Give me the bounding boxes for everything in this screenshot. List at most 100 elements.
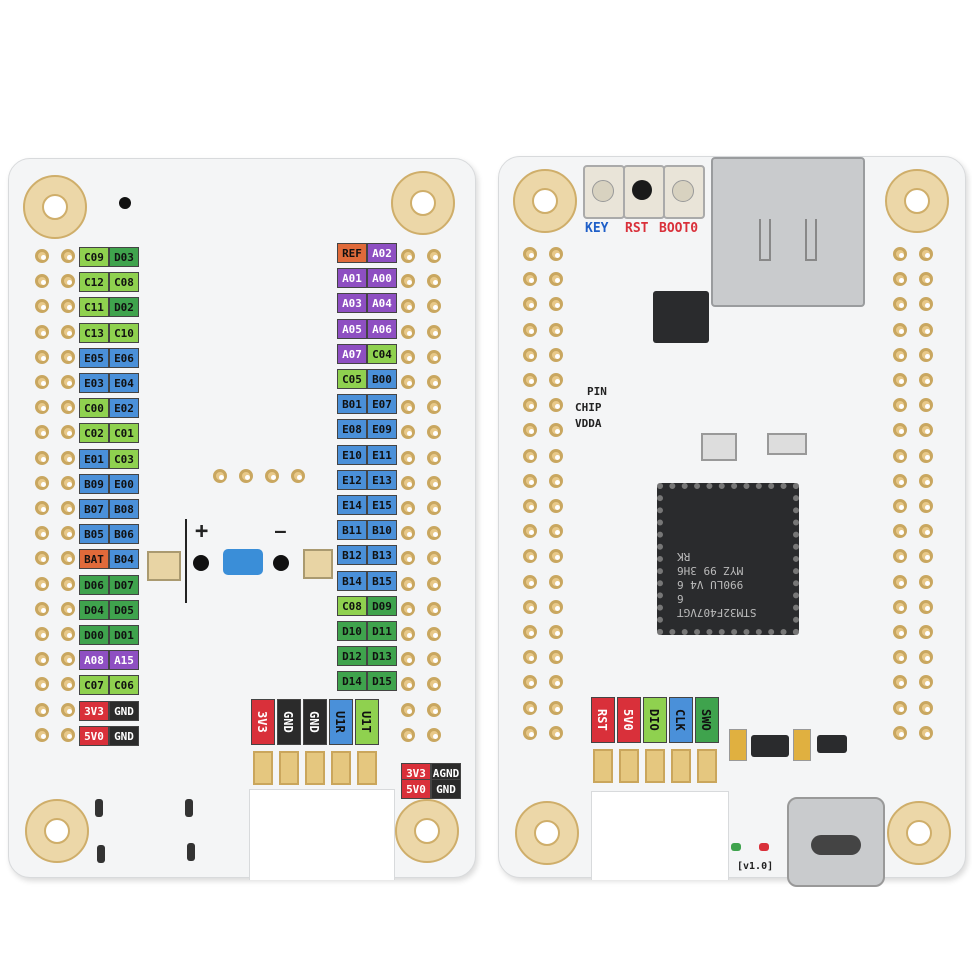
capacitor	[793, 729, 811, 761]
pin-hole	[919, 700, 933, 715]
key-label: KEY	[585, 221, 609, 236]
mount-hole-top-right	[391, 171, 455, 235]
pin-label: A03	[337, 293, 367, 314]
pin-hole	[549, 398, 563, 413]
header-pad	[645, 749, 665, 783]
pin-hole	[35, 375, 49, 389]
boot0-label: BOOT0	[659, 221, 699, 236]
stm32-mcu: STM32F407VGT 6 990LU V4 6 MYZ 99 3H6 RK	[657, 483, 799, 635]
pin-hole	[401, 425, 415, 440]
pin-label: E00	[109, 473, 139, 494]
pin-label: B00	[367, 369, 397, 389]
header-pad	[253, 751, 273, 785]
mcu-marking-3: 990LU V4 6	[677, 578, 744, 591]
pin-label: E04	[109, 373, 139, 393]
pin-hole	[919, 549, 933, 564]
pin-hole	[401, 450, 415, 465]
pin-label: C10	[109, 322, 139, 343]
pin-label: D03	[109, 247, 139, 267]
flash-chip	[653, 291, 709, 343]
pin-hole	[549, 297, 563, 312]
pin-label: A08	[79, 650, 109, 671]
pin-label: D01	[109, 625, 139, 645]
header-label: CLK	[669, 697, 693, 743]
pin-label: E03	[79, 373, 109, 393]
mcu-marking-1: RK	[677, 550, 691, 563]
pin-label: D04	[79, 599, 109, 620]
pin-hole	[893, 524, 907, 539]
pin-hole	[523, 322, 537, 337]
pin-hole	[401, 299, 415, 314]
pin-label: C05	[337, 369, 367, 389]
pin-label: C03	[109, 448, 139, 469]
pin-label: A04	[367, 293, 397, 314]
pin-label: B05	[79, 524, 109, 545]
pin-hole	[427, 677, 441, 692]
rst-button[interactable]	[623, 165, 665, 219]
pin-hole	[893, 625, 907, 639]
pin-label: D14	[337, 671, 367, 692]
pin-hole	[919, 347, 933, 362]
pin-hole	[893, 700, 907, 715]
pin-label: REF	[337, 243, 367, 263]
battery-marker	[185, 519, 187, 603]
pin-hole	[401, 526, 415, 541]
pin-hole	[35, 425, 49, 440]
pin-label: C02	[79, 423, 109, 444]
smd-component	[185, 799, 193, 817]
pin-label: D13	[367, 646, 397, 667]
pin-hole	[523, 272, 537, 287]
pin-hole	[919, 473, 933, 488]
mount-hole-top-right	[885, 169, 949, 233]
header-pad	[279, 751, 299, 785]
boot0-button[interactable]	[663, 165, 705, 219]
header-label: 3V3	[251, 699, 275, 745]
pin-hole	[893, 549, 907, 564]
pin-hole	[893, 574, 907, 589]
pin-label: C08	[109, 272, 139, 293]
pin-hole	[35, 324, 49, 339]
pin-hole	[523, 625, 537, 639]
pin-label: B09	[79, 473, 109, 494]
pin-hole	[919, 297, 933, 312]
pin-label: E10	[337, 444, 367, 465]
via-dot	[119, 197, 131, 209]
pin-label: D07	[109, 574, 139, 595]
pin-hole	[61, 576, 75, 591]
key-button[interactable]	[583, 165, 625, 219]
pin-hole	[919, 725, 933, 740]
pin-label: A06	[367, 318, 397, 339]
pin-hole	[35, 274, 49, 289]
smd-component	[187, 843, 195, 861]
pin-label: A05	[337, 318, 367, 339]
pin-hole	[427, 299, 441, 314]
pin-hole	[893, 347, 907, 362]
pin-hole	[401, 249, 415, 263]
mount-hole-bottom-right	[395, 799, 459, 863]
pin-hole	[893, 599, 907, 614]
pin-hole	[893, 297, 907, 312]
pin-label: D00	[79, 625, 109, 645]
smd-component	[95, 799, 103, 817]
pin-label: B08	[109, 499, 139, 519]
pin-hole	[523, 524, 537, 539]
pin-hole	[919, 272, 933, 287]
pin-label: BAT	[79, 549, 109, 570]
pin-hole	[61, 299, 75, 314]
pin-label: E01	[79, 448, 109, 469]
pin-label: B13	[367, 545, 397, 566]
led-red	[759, 843, 769, 851]
pin-hole	[61, 551, 75, 566]
pin-hole	[919, 599, 933, 614]
pin-hole	[919, 247, 933, 261]
pin-hole	[35, 652, 49, 667]
pin-hole	[427, 727, 441, 742]
pin-hole	[919, 423, 933, 438]
pin-hole	[427, 425, 441, 440]
pin-hole	[401, 349, 415, 364]
board-cutout	[249, 789, 395, 880]
pin-hole	[61, 400, 75, 415]
header-label: U1T	[355, 699, 379, 745]
polarity-minus: —	[275, 521, 286, 542]
pin-hole	[893, 322, 907, 337]
